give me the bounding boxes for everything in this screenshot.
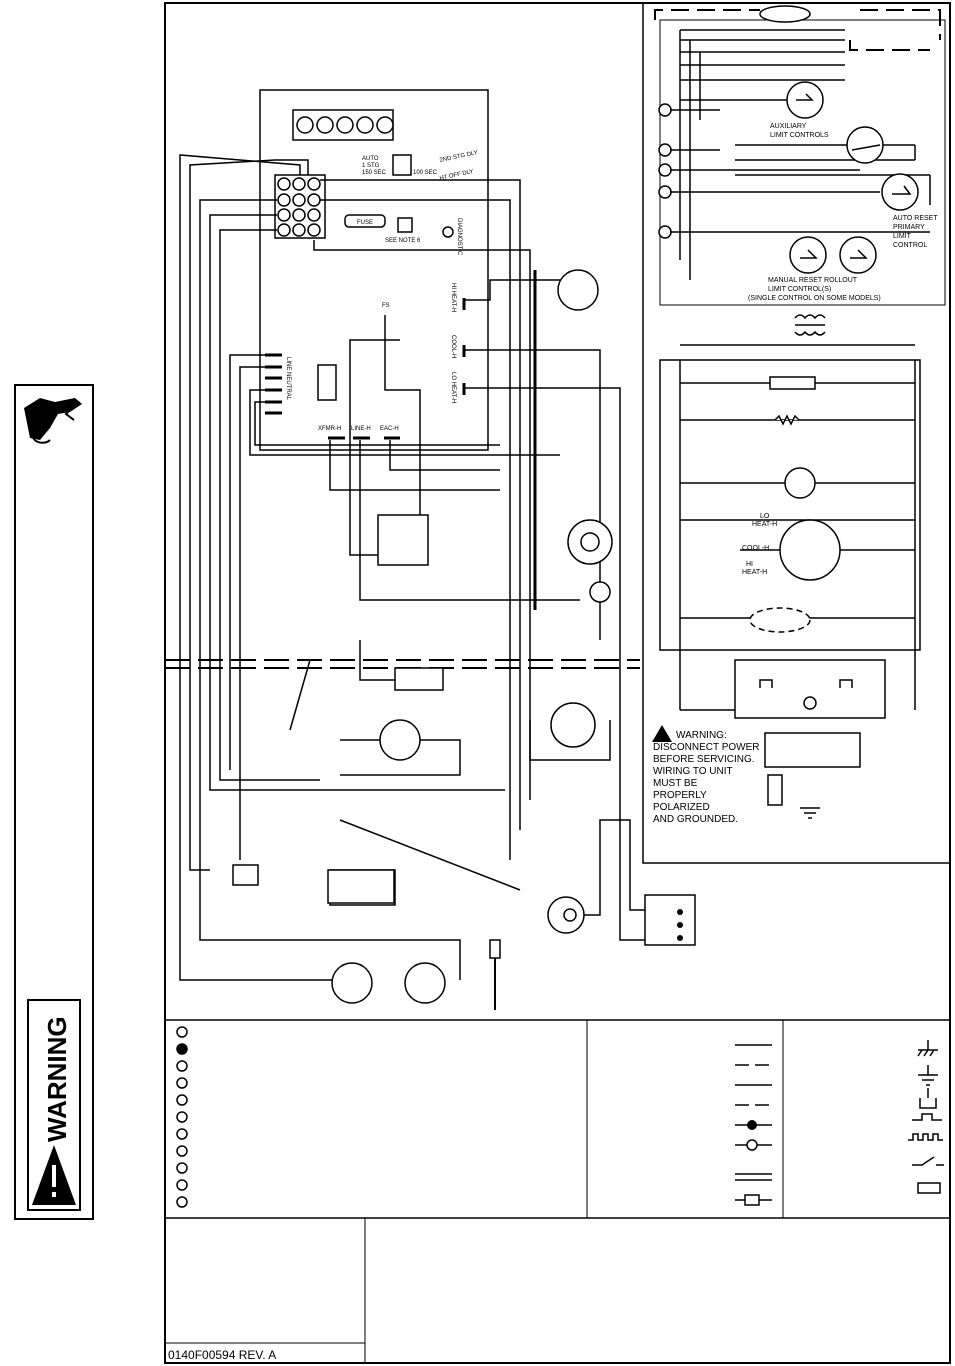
terminal-dots (658, 103, 672, 239)
svg-text:COOL-H: COOL-H (450, 335, 456, 358)
part-number: 0140F00594 REV. A (168, 1348, 276, 1362)
transformer-icon (680, 314, 915, 346)
aux-limit-control-icon (786, 81, 919, 274)
svg-text:LO HEAT-H: LO HEAT-H (450, 372, 456, 403)
diagnostic-led-icon (442, 226, 454, 238)
aux-limit-label: AUXILIARY (770, 123, 807, 130)
svg-text:XFMR-H: XFMR-H (318, 426, 341, 432)
svg-text:WARNING: DISCONNECT POWER: WARNING: DISCONNECT POWER BEFORE SERVICI… (653, 730, 762, 825)
svg-text:100 SEC: 100 SEC (413, 170, 438, 176)
see-note-label: SEE NOTE 6 (385, 238, 421, 244)
auto-reset-label: AUTO RESET (893, 215, 938, 222)
limit-switch-icon (557, 269, 599, 311)
warning-triangle-icon (27, 999, 81, 1211)
electric-shock-hand-icon (18, 390, 90, 445)
control-board (259, 89, 489, 451)
svg-text:DIAGNOSTIC: DIAGNOSTIC (456, 218, 462, 256)
rollout-switch-icon (331, 962, 373, 1004)
transformer-icon (377, 514, 429, 566)
fs-label: FS (382, 303, 390, 309)
blower-motor-icon (779, 519, 841, 581)
fuse-label: FUSE (357, 220, 373, 226)
svg-text:EAC-H: EAC-H (380, 426, 399, 432)
svg-text:LINE NEUTRAL: LINE NEUTRAL (285, 357, 291, 401)
svg-text:HI HEAT-H: HI HEAT-H (450, 283, 456, 312)
manual-reset-label: MANUAL RESET ROLLOUT (768, 277, 858, 284)
side-warning-text: WARNING (42, 1016, 72, 1142)
svg-text:LINE-H: LINE-H (351, 426, 371, 432)
side-warning-panel (14, 384, 94, 1220)
schematic-panel (642, 2, 951, 864)
motor-tap-lo: LO (760, 513, 770, 520)
svg-text:2ND STG DLY: 2ND STG DLY (439, 150, 478, 164)
warning-title: WARNING: (676, 730, 727, 741)
warning-triangle-icon (652, 725, 672, 742)
